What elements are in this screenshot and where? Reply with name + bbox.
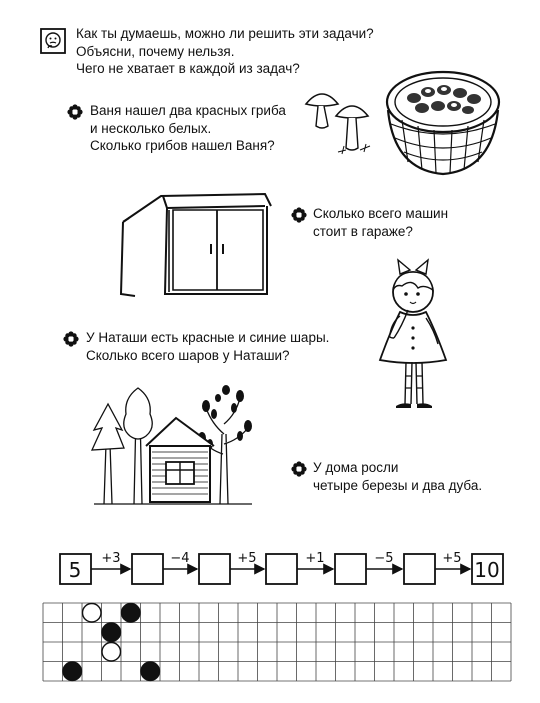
filled-dot	[62, 661, 83, 682]
flower-bullet-icon	[67, 104, 83, 120]
task-trees-text: У дома росли четыре березы и два дуба.	[313, 459, 482, 494]
task-line: Сколько всего шаров у Наташи?	[86, 347, 290, 363]
task-line: четыре березы и два дуба.	[313, 477, 483, 493]
chain-op: −4	[170, 551, 189, 566]
chain-op: +1	[305, 551, 324, 566]
filled-dot	[140, 661, 161, 682]
house-trees-illustration	[90, 385, 252, 505]
task-line: Сколько грибов нашел Ваня?	[90, 138, 275, 153]
task-line: Сколько всего машин	[313, 206, 449, 221]
task-line: У дома росли	[313, 460, 399, 475]
girl-illustration	[378, 258, 448, 408]
basket-illustration	[385, 70, 501, 176]
task-balls-text: У Наташи есть красные и синие шары. Скол…	[86, 329, 329, 364]
intro-line: Чего не хватает в каждой из задач?	[76, 61, 300, 76]
chain-op: +5	[442, 551, 461, 566]
chain-box[interactable]	[334, 553, 367, 585]
garage-illustration	[119, 192, 272, 297]
chain-start-value: 5	[69, 558, 82, 582]
filled-dot	[120, 602, 141, 623]
intro-line: Объясни, почему нельзя.	[76, 43, 235, 59]
thinking-face-icon	[40, 28, 66, 54]
intro-line: Как ты думаешь, можно ли решить эти зада…	[76, 26, 374, 41]
task-line: У Наташи есть красные и синие шары.	[86, 330, 330, 345]
filled-dot	[101, 622, 122, 643]
chain-op: +3	[101, 551, 120, 566]
mushrooms-illustration	[304, 93, 371, 155]
flower-bullet-icon	[63, 331, 79, 347]
chain-box[interactable]	[265, 553, 298, 585]
task-line: стоит в гараже?	[313, 223, 413, 239]
chain-box[interactable]	[198, 553, 231, 585]
task-line: Ваня нашел два красных гриба	[90, 103, 286, 118]
intro-text: Как ты думаешь, можно ли решить эти зада…	[76, 25, 374, 78]
flower-bullet-icon	[291, 207, 307, 223]
open-dot	[81, 602, 102, 623]
chain-end-value: 10	[474, 558, 499, 582]
number-chain: 5 10 +3 −4 +5 +1 −5 +5	[59, 551, 504, 585]
chain-box[interactable]	[403, 553, 436, 585]
flower-bullet-icon	[291, 461, 307, 477]
task-line: и несколько белых.	[90, 120, 212, 136]
task-mushrooms-text: Ваня нашел два красных гриба и несколько…	[90, 102, 286, 155]
chain-op: −5	[374, 551, 393, 566]
open-dot	[101, 641, 122, 662]
chain-box-end	[471, 553, 504, 585]
dot-grid[interactable]	[40, 600, 514, 692]
chain-box[interactable]	[131, 553, 164, 585]
chain-op: +5	[237, 551, 256, 566]
task-garage-text: Сколько всего машин стоит в гараже?	[313, 205, 448, 240]
